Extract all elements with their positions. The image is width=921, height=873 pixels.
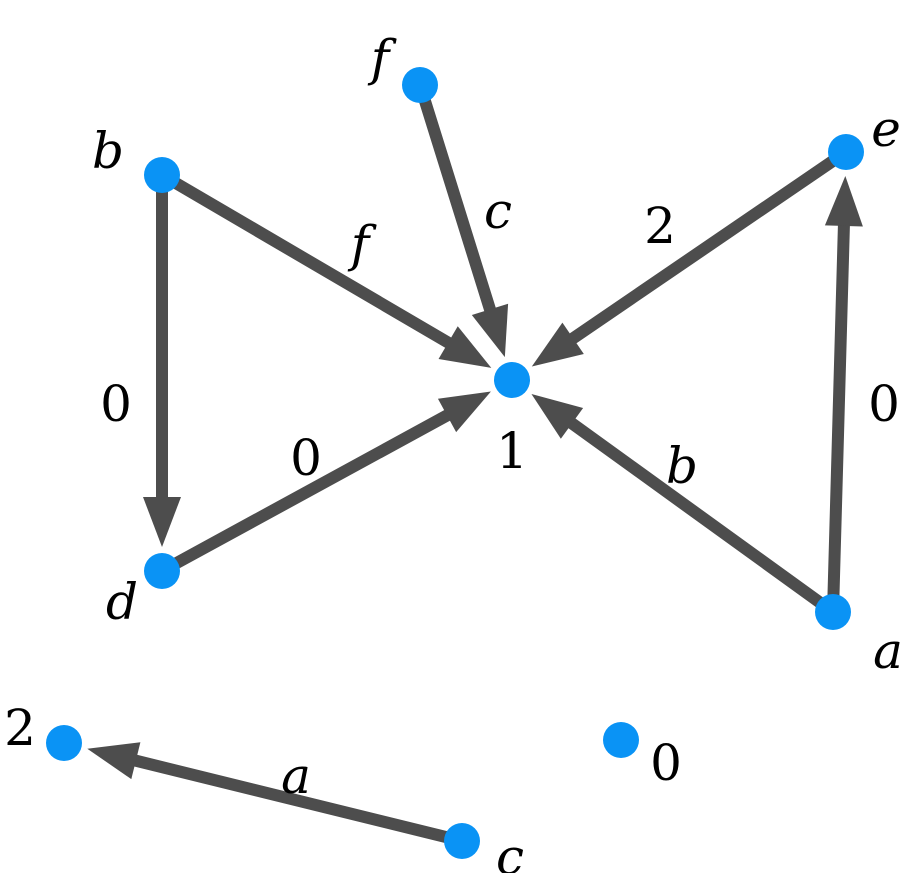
node-label-b: b bbox=[92, 122, 124, 180]
edge-label-e-to-1: 2 bbox=[644, 197, 676, 255]
arrow-head-icon bbox=[437, 391, 491, 433]
edges-layer bbox=[87, 79, 863, 847]
node-label-2: 2 bbox=[4, 699, 36, 757]
edge-label-f-to-1: c bbox=[484, 182, 512, 240]
edge-c-to-2 bbox=[87, 742, 468, 847]
node-label-0: 0 bbox=[650, 734, 682, 792]
edge-label-a-to-1: b bbox=[666, 437, 698, 495]
node-label-e: e bbox=[871, 100, 901, 158]
arrow-head-icon bbox=[531, 394, 584, 439]
edge-line bbox=[414, 79, 498, 322]
arrow-head-icon bbox=[531, 322, 584, 367]
node-label-c: c bbox=[496, 828, 524, 873]
node-label-d: d bbox=[106, 573, 138, 631]
edge-label-c-to-2: a bbox=[281, 747, 311, 805]
node-1 bbox=[494, 362, 530, 398]
node-label-1: 1 bbox=[496, 422, 528, 480]
arrow-head-icon bbox=[438, 326, 492, 368]
edge-d-to-1 bbox=[156, 391, 491, 577]
node-0 bbox=[603, 722, 639, 758]
edge-line bbox=[562, 146, 852, 348]
edge-b-to-1 bbox=[156, 169, 492, 368]
edge-a-to-e bbox=[824, 175, 863, 618]
edge-label-b-to-d: 0 bbox=[100, 375, 132, 433]
edge-line bbox=[156, 169, 460, 352]
edge-line bbox=[827, 213, 851, 618]
node-e bbox=[828, 134, 864, 170]
node-b bbox=[144, 157, 180, 193]
node-d bbox=[144, 553, 180, 589]
arrow-head-icon bbox=[471, 303, 509, 358]
arrow-head-icon bbox=[143, 497, 181, 547]
edge-label-a-to-e: 0 bbox=[868, 375, 900, 433]
arrow-head-icon bbox=[87, 742, 141, 780]
nodes-layer bbox=[46, 67, 864, 859]
edge-label-b-to-1: f bbox=[347, 215, 377, 273]
edge-line bbox=[156, 406, 459, 577]
edge-e-to-1 bbox=[531, 146, 852, 367]
edge-line bbox=[561, 413, 839, 618]
edge-f-to-1 bbox=[414, 79, 509, 358]
node-f bbox=[402, 67, 438, 103]
edge-b-to-d bbox=[143, 169, 181, 547]
node-label-a: a bbox=[873, 622, 903, 680]
node-label-f: f bbox=[367, 29, 397, 87]
node-2 bbox=[46, 725, 82, 761]
node-a bbox=[815, 594, 851, 630]
edge-a-to-1 bbox=[531, 394, 839, 618]
edge-line bbox=[124, 753, 468, 847]
edge-label-d-to-1: 0 bbox=[290, 429, 322, 487]
node-c bbox=[444, 823, 480, 859]
arrow-head-icon bbox=[824, 175, 863, 227]
